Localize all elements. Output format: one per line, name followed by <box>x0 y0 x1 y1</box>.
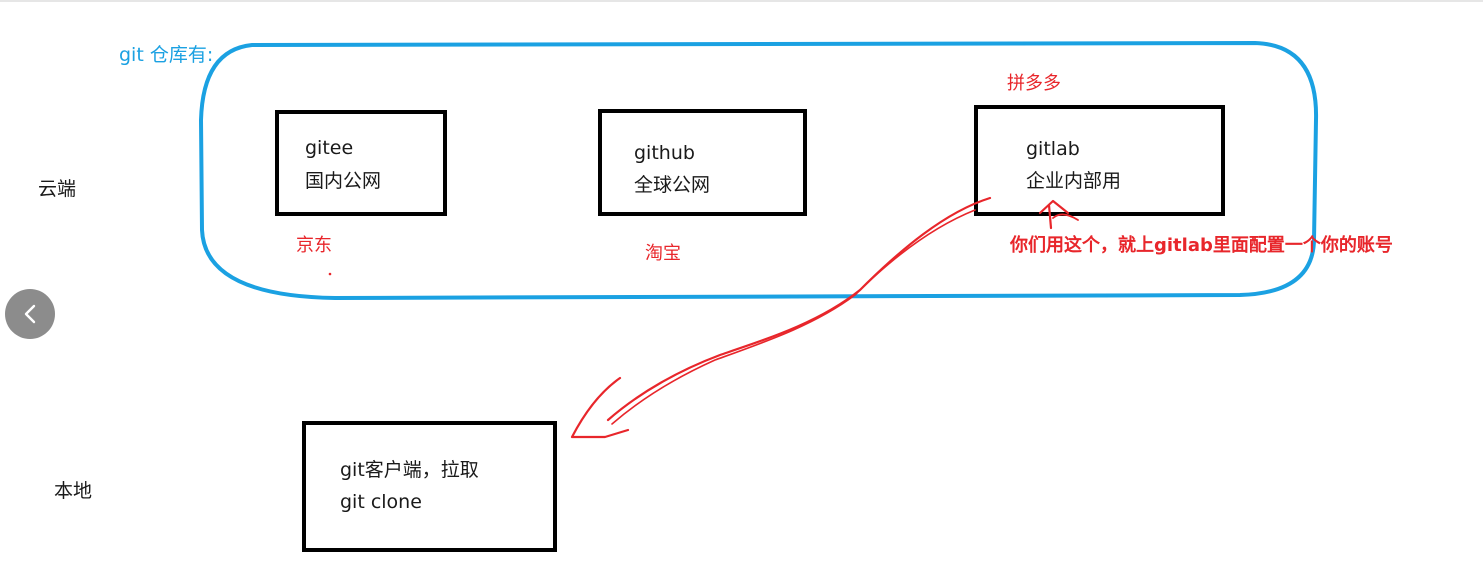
cloud-outline <box>198 40 1319 301</box>
gitlab-pointer <box>1038 199 1070 230</box>
previous-button[interactable] <box>5 289 55 339</box>
stray-dot <box>328 272 332 276</box>
company-label-github: 淘宝 <box>645 243 681 264</box>
gitlab-box <box>974 105 1225 216</box>
github-desc: 全球公网 <box>634 174 711 196</box>
chevron-left-icon <box>24 304 36 324</box>
region-label-local: 本地 <box>54 480 93 502</box>
clone-arrow-head <box>570 376 630 439</box>
company-label-gitee: 京东 <box>296 235 332 256</box>
gitlab-name: gitlab <box>1026 138 1080 160</box>
gitlab-desc: 企业内部用 <box>1026 170 1122 192</box>
client-line-1: git客户端，拉取 <box>340 459 479 481</box>
annotation-underline <box>1052 213 1079 221</box>
region-label-cloud: 云端 <box>38 178 77 200</box>
repo-heading: git 仓库有: <box>119 44 214 66</box>
company-label-gitlab: 拼多多 <box>1007 73 1061 94</box>
clone-arrow-curve-2 <box>611 209 976 425</box>
top-divider <box>0 0 1483 2</box>
gitee-name: gitee <box>305 137 354 159</box>
github-name: github <box>634 142 695 164</box>
clone-arrow-curve <box>606 196 992 422</box>
github-box <box>598 109 807 216</box>
client-box <box>302 421 557 552</box>
gitlab-annotation: 你们用这个，就上gitlab里面配置一个你的账号 <box>1010 235 1393 256</box>
gitee-box <box>275 110 447 216</box>
client-line-2: git clone <box>340 491 422 513</box>
gitee-desc: 国内公网 <box>305 170 382 192</box>
